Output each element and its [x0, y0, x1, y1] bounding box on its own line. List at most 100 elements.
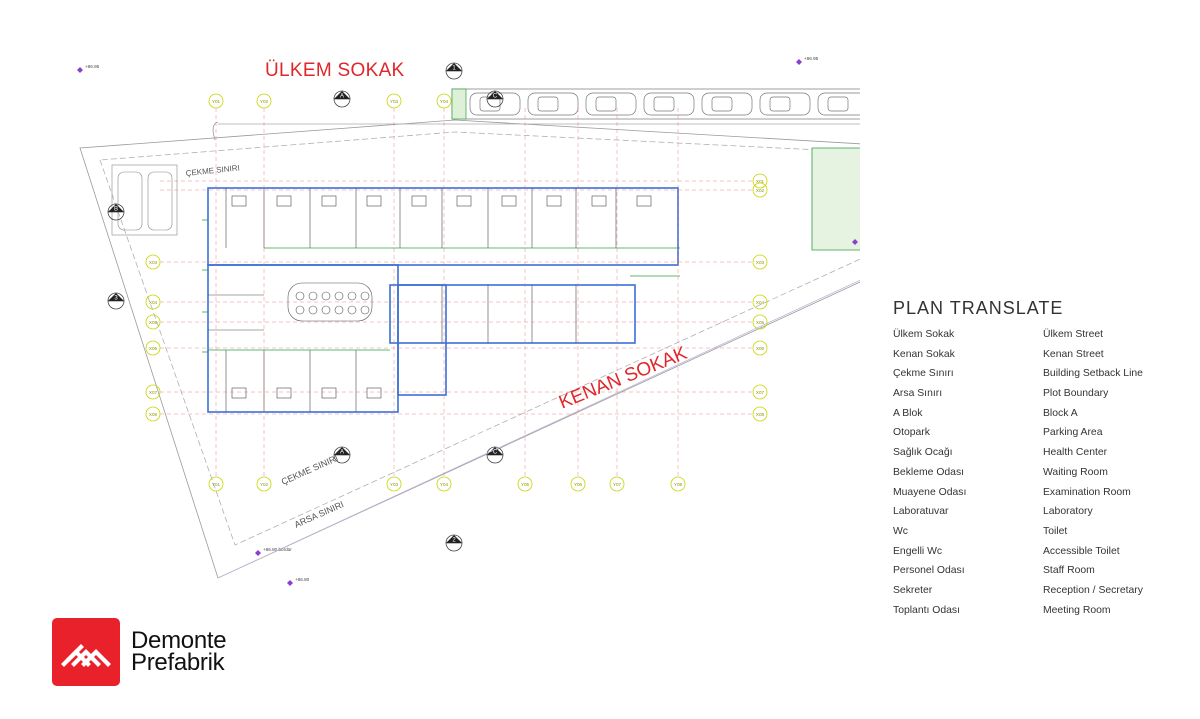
legend-term-turkish: Ülkem Sokak: [893, 329, 955, 340]
grid-label-bubble: X07: [752, 384, 768, 400]
car-icon: [759, 92, 811, 116]
section-marker-label: B: [114, 207, 118, 213]
grid-label-text: X07: [756, 390, 765, 395]
parking-area-top: [451, 88, 860, 120]
chair: [334, 305, 344, 315]
plot-label: ARSA SINIRI: [293, 499, 345, 530]
section-marker-label: A: [340, 450, 344, 456]
grid-label-bubble: X05: [145, 314, 161, 330]
axis-marker: 1: [445, 62, 463, 80]
fixture: [366, 195, 382, 207]
level-marker: +86.85 bordür: [852, 239, 858, 245]
grid-label-bubble: X03: [145, 254, 161, 270]
level-marker-text: +86.95: [85, 64, 100, 69]
level-marker-text: +86.80 bordür: [263, 547, 292, 552]
fixture: [411, 195, 427, 207]
legend-term-turkish: Toplantı Odası: [893, 604, 961, 616]
car-icon: [527, 92, 579, 116]
grid-label-bubble: Y06: [570, 476, 586, 492]
grid-label-bubble: Y07: [609, 476, 625, 492]
fixture: [231, 195, 247, 207]
grid-label-bubble: X03: [752, 254, 768, 270]
grid-label-bubble: X08: [145, 406, 161, 422]
grid-label-text: Y02: [260, 482, 269, 487]
grid-label-text: X08: [149, 412, 158, 417]
grid-label-bubble: X06: [145, 340, 161, 356]
grid-label-text: Y04: [440, 482, 449, 487]
grid-label-text: X06: [756, 346, 765, 351]
legend-term-english: Laboratory: [1043, 506, 1093, 518]
setback-label-top: ÇEKME SINIRI: [185, 163, 240, 178]
chair: [295, 291, 305, 301]
legend-row: Sağlık Ocağı Health Center: [893, 447, 1183, 467]
legend-term-turkish: Laboratuvar: [893, 506, 949, 518]
legend-term-turkish: Kenan Sokak: [893, 348, 955, 360]
legend-term-turkish: Wc: [893, 525, 909, 537]
level-marker: +86.80 bordür: [255, 547, 292, 556]
brand-name: Demonte Prefabrik: [131, 627, 227, 675]
chair: [321, 305, 331, 315]
fixture: [546, 195, 562, 207]
grid-label-text: Y03: [390, 99, 399, 104]
legend-term-english: Meeting Room: [1043, 604, 1111, 616]
grid-label-bubble: Y04: [436, 476, 452, 492]
grid-label-bubble: Y02: [256, 476, 272, 492]
level-markers: +86.95+86.95+87.00+86.97+86.85 bordür+86…: [77, 56, 858, 586]
grid-label-bubble: Y01: [208, 93, 224, 109]
grid-label-text: X08: [756, 412, 765, 417]
legend-term-english: Parking Area: [1043, 427, 1103, 439]
grid-label-bubble: X08: [752, 406, 768, 422]
grid-label-bubble: X05: [752, 314, 768, 330]
axis-marker: 2: [445, 534, 463, 552]
chair: [295, 305, 305, 315]
grid-label-bubble: X07: [145, 384, 161, 400]
chair: [360, 291, 370, 301]
grid-label-text: Y07: [613, 482, 622, 487]
fixture: [456, 195, 472, 207]
level-marker: +86.95: [77, 64, 100, 73]
grid-label-text: Y08: [674, 482, 683, 487]
grid-label-text: X04: [756, 300, 765, 305]
green-accent-lines: [202, 219, 680, 353]
grid-label-bubble: Y08: [670, 476, 686, 492]
legend-term-turkish: Sağlık Ocağı: [893, 447, 953, 459]
grid-label-text: X05: [149, 320, 158, 325]
grid-label-bubble: Y02: [256, 93, 272, 109]
legend-term-english: Accessible Toilet: [1043, 545, 1120, 557]
grid-lines: [160, 108, 752, 478]
axis-marker: 3: [107, 292, 125, 310]
section-marker: C: [486, 90, 504, 108]
legend-title: PLAN TRANSLATE: [893, 298, 1064, 318]
car-icon: [585, 92, 637, 116]
grid-label-bubble: X04: [145, 294, 161, 310]
level-marker-text: +86.95: [804, 56, 819, 61]
grid-label-text: X05: [756, 320, 765, 325]
car-icon: [701, 92, 753, 116]
legend-term-turkish: Muayene Odası: [893, 486, 967, 498]
legend-term-english: Health Center: [1043, 447, 1108, 459]
legend-term-english: Waiting Room: [1043, 466, 1108, 478]
axis-marker-label: 2: [452, 538, 456, 544]
level-marker: +86.80: [287, 577, 310, 586]
grid-label-bubble: Y03: [386, 476, 402, 492]
legend-row: Otopark Parking Area: [893, 427, 1183, 447]
brand-logo: Demonte Prefabrik: [52, 618, 227, 686]
parking-area-left: [111, 164, 178, 236]
legend-term-turkish: Otopark: [893, 427, 930, 439]
grid-label-bubble: Y01: [208, 476, 224, 492]
legend-term-turkish: A Blok: [893, 407, 923, 419]
legend-term-turkish: Sekreter: [893, 584, 933, 596]
level-marker-text: +86.80: [295, 577, 310, 582]
brand-line-1: Demonte: [131, 627, 227, 654]
fixture: [501, 195, 517, 207]
